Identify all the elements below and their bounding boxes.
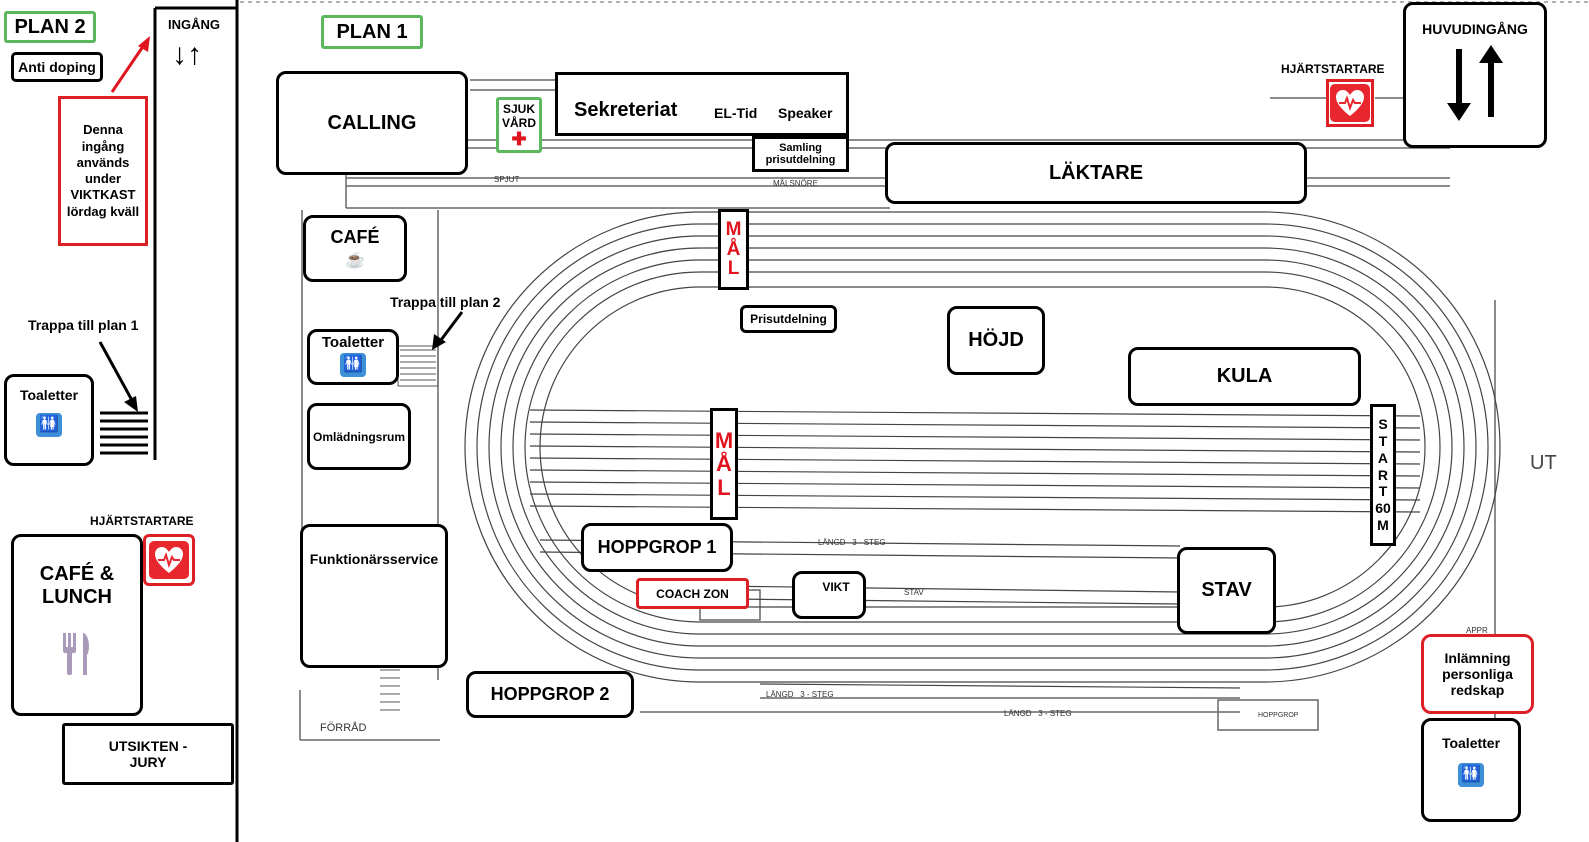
long-jump-pit-1[interactable]: HOPPGROP 1: [581, 523, 733, 572]
personal-equipment-dropoff[interactable]: Inlämning personliga redskap: [1421, 634, 1534, 714]
langd-label-3: LÄNGD 3 - STEG: [1004, 709, 1072, 718]
award-gathering[interactable]: Samling prisutdelning: [752, 136, 849, 172]
stav-small-label: STAV: [904, 588, 924, 597]
pole-vault[interactable]: STAV: [1177, 547, 1276, 634]
entrance-arrows-icon: [1447, 45, 1503, 121]
plan1-defibrillator-label: HJÄRTSTARTARE: [1281, 62, 1385, 76]
toilet-icon: 🚻: [340, 353, 366, 377]
anti-doping[interactable]: Anti doping: [11, 52, 103, 82]
main-entrance[interactable]: HUVUDINGÅNG: [1403, 2, 1547, 148]
high-jump[interactable]: HÖJD: [947, 306, 1045, 375]
entrance-arrows-icon: ↓↑: [172, 38, 202, 71]
right-toilets[interactable]: Toaletter 🚻: [1421, 718, 1521, 822]
cutlery-icon: [63, 633, 89, 675]
shot-put[interactable]: KULA: [1128, 347, 1361, 406]
plan2-title: PLAN 2: [4, 11, 96, 43]
exit-label: UT: [1530, 452, 1557, 474]
finish-line-bottom: M Å L: [710, 408, 738, 520]
cafe[interactable]: CAFÉ ☕: [303, 215, 407, 282]
plan2-defibrillator[interactable]: [143, 534, 195, 586]
plan1-toilets[interactable]: Toaletter 🚻: [307, 329, 399, 385]
stands[interactable]: LÄKTARE: [885, 142, 1307, 204]
speaker: Speaker: [778, 105, 833, 121]
officials-service[interactable]: Funktionärsservice: [300, 524, 448, 668]
secretariat[interactable]: Sekreteriat EL-Tid Speaker: [555, 72, 849, 136]
coach-zone[interactable]: COACH ZON: [636, 578, 749, 609]
viktkast-note: Denna ingång används under VIKTKAST lörd…: [58, 96, 148, 246]
plan1-title: PLAN 1: [321, 15, 423, 49]
plan2-cafe-lunch[interactable]: CAFÉ & LUNCH: [11, 534, 143, 716]
award-ceremony[interactable]: Prisutdelning: [740, 305, 837, 333]
plan1-defibrillator[interactable]: [1326, 79, 1374, 127]
spjut-label: SPJUT: [494, 175, 520, 184]
toilet-icon: 🚻: [36, 413, 62, 437]
langd-label-1: LÄNGD 3 - STEG: [818, 538, 886, 547]
changing-room[interactable]: Omlädningsrum: [307, 403, 411, 470]
coffee-cup-icon: ☕: [345, 252, 365, 269]
heart-defibrillator-icon: [149, 541, 189, 579]
start-60m: S T A R T 60 M: [1370, 404, 1396, 546]
calling-area[interactable]: CALLING: [276, 71, 468, 175]
hoppgrop-small-label: HOPPGROP: [1258, 712, 1299, 719]
stairs-to-plan1-label: Trappa till plan 1: [28, 317, 139, 333]
toilet-icon: 🚻: [1458, 763, 1484, 787]
stairs-to-plan2-label: Trappa till plan 2: [390, 294, 501, 310]
langd-label-2: LÄNGD 3 - STEG: [766, 690, 834, 699]
malsnore-label: MÅLSNÖRE: [773, 179, 818, 188]
plan2-toilets[interactable]: Toaletter 🚻: [4, 374, 94, 466]
finish-line-top: M Å L: [718, 209, 749, 290]
forrad-label: FÖRRÅD: [320, 722, 367, 734]
weight-throw[interactable]: VIKT: [792, 571, 866, 619]
el-tid: EL-Tid: [714, 105, 758, 121]
heart-defibrillator-icon: [1330, 84, 1370, 122]
red-cross-icon: ✚: [511, 129, 527, 149]
utsikten-jury[interactable]: UTSIKTEN - JURY: [62, 723, 234, 785]
long-jump-pit-2[interactable]: HOPPGROP 2: [466, 671, 634, 718]
entrance-label: INGÅNG: [168, 17, 220, 32]
appr-label: APPR: [1466, 626, 1488, 635]
medical-care[interactable]: SJUK VÅRD ✚: [496, 97, 542, 153]
plan2-defibrillator-label: HJÄRTSTARTARE: [90, 514, 194, 528]
